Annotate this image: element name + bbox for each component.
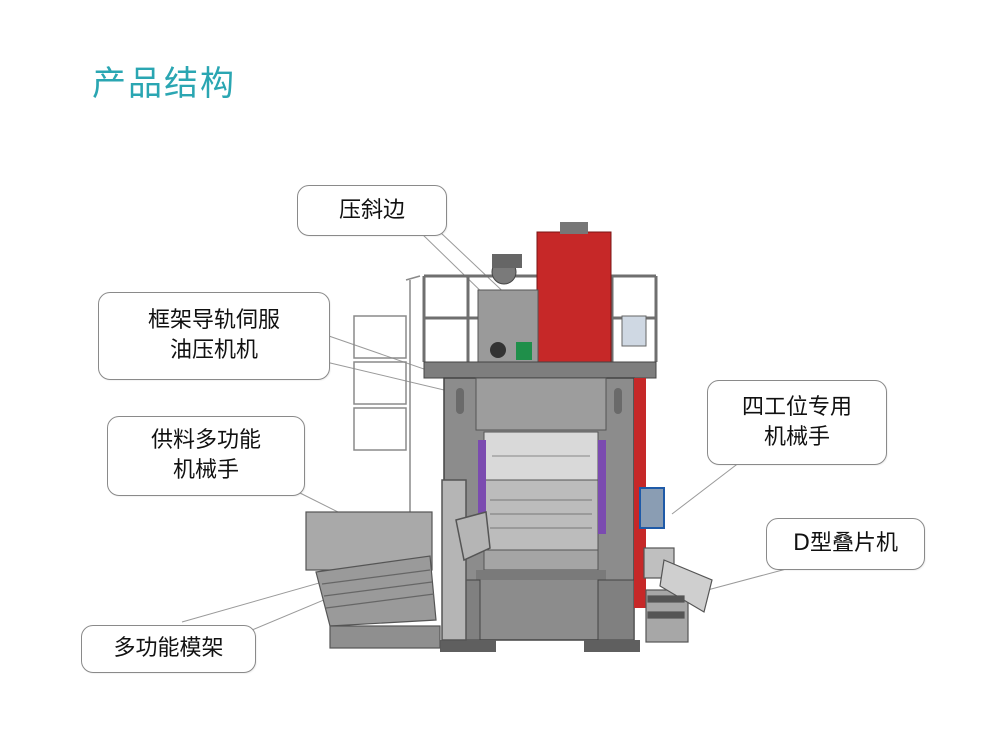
callout-four-station-robot: 四工位专用 机械手	[707, 380, 887, 465]
callout-bevel-press: 压斜边	[297, 185, 447, 236]
feed-rack	[353, 275, 421, 518]
multi-mold-carriage	[305, 511, 441, 649]
press-machine	[305, 222, 713, 652]
callout-frame-servo-press: 框架导轨伺服 油压机机	[98, 292, 330, 380]
callout-multi-mold: 多功能模架	[81, 625, 256, 673]
press-frame	[423, 361, 657, 379]
callout-feed-robot: 供料多功能 机械手	[107, 416, 305, 496]
hydraulic-tank	[536, 231, 612, 363]
feed-robot	[441, 479, 491, 641]
callout-d-stacker: D型叠片机	[766, 518, 925, 570]
slide-title: 产品结构	[92, 64, 236, 104]
control-panel	[639, 487, 665, 529]
d-stacker	[643, 547, 713, 643]
